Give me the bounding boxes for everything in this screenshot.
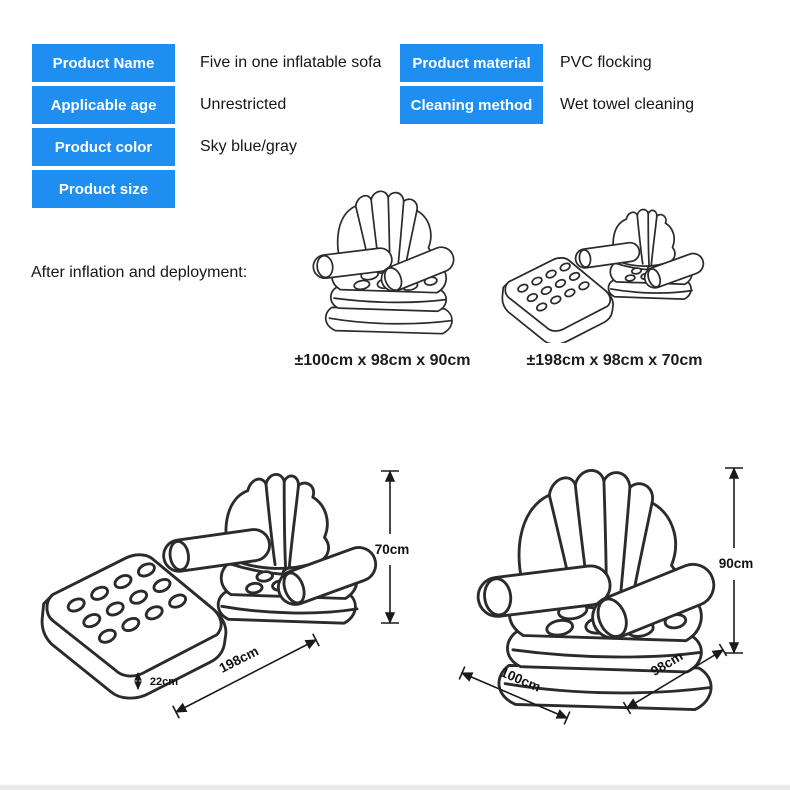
dim-label-thickness: 22cm (150, 676, 178, 688)
spec-value-product-color: Sky blue/gray (200, 138, 297, 155)
spec-label-product-material: Product material (400, 44, 543, 82)
dimension-thickness-22cm: 22cm (134, 672, 178, 690)
spec-label-cleaning-method: Cleaning method (400, 86, 543, 124)
sofa-bed-size-caption: ±198cm x 98cm x 70cm (526, 352, 703, 369)
dimension-height-70cm: 70cm (375, 470, 410, 624)
spec-value-cleaning-method: Wet towel cleaning (560, 96, 694, 113)
spec-label-applicable-age: Applicable age (32, 86, 175, 124)
dim-label-height: 70cm (375, 542, 410, 557)
figure-sofa-bed-small (501, 208, 708, 343)
spec-value-product-name: Five in one inflatable sofa (200, 54, 382, 71)
spec-value-product-material: PVC flocking (560, 54, 652, 71)
spec-label-product-size: Product size (32, 170, 175, 208)
figure-sofa-bed-dimensions: 70cm 198cm 22cm (40, 470, 410, 719)
dimension-height-90cm: 90cm (719, 467, 754, 654)
after-inflation-label: After inflation and deployment: (31, 264, 248, 281)
figure-armchair-dimensions: 90cm 100cm 98cm (458, 467, 754, 725)
figure-armchair-small (311, 190, 459, 335)
armchair-size-caption: ±100cm x 98cm x 90cm (294, 352, 471, 369)
spec-label-product-name: Product Name (32, 44, 175, 82)
spec-label-product-color: Product color (32, 128, 175, 166)
bottom-divider (0, 785, 790, 790)
dim-label-height: 90cm (719, 556, 754, 571)
spec-value-applicable-age: Unrestricted (200, 96, 287, 113)
